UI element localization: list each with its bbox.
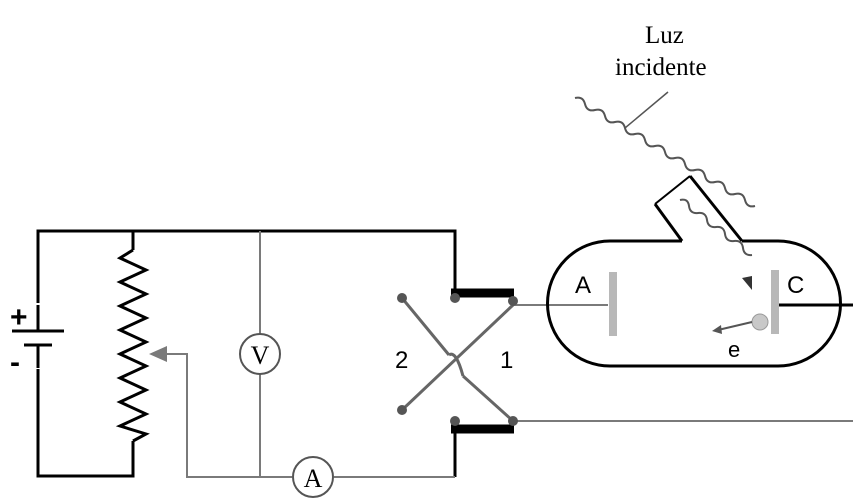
ammeter: A <box>292 456 334 498</box>
rheostat-zigzag <box>115 248 150 443</box>
switch-position-1: 1 <box>500 347 513 374</box>
cathode-plate <box>771 270 779 334</box>
battery: + - <box>10 301 64 379</box>
reversing-switch: 2 1 <box>395 288 518 434</box>
vacuum-tube: A C <box>546 175 853 368</box>
electron-sphere <box>751 313 769 331</box>
rheostat <box>115 248 167 443</box>
light-label-line1: Luz <box>645 22 684 49</box>
bottom-left-wire <box>36 368 135 478</box>
cathode-label: C <box>787 272 804 299</box>
light-ray-wave-2 <box>679 198 753 257</box>
light-ray-arrowhead <box>742 276 752 290</box>
circuit-wires <box>36 229 457 478</box>
thin-wires <box>165 231 853 478</box>
slider-wire <box>165 353 292 478</box>
top-wire <box>36 229 457 305</box>
electron-path-arrow <box>717 321 753 331</box>
electron-label: e <box>728 337 740 362</box>
voltmeter: V <box>239 333 281 375</box>
battery-plus-label: + <box>10 301 28 334</box>
emitted-electron: e <box>712 313 769 362</box>
anode-label: A <box>575 272 591 299</box>
light-ray-wave <box>574 96 756 208</box>
incident-light: Luz incidente <box>574 22 756 290</box>
voltmeter-label: V <box>251 341 270 370</box>
rheostat-slider-arrow <box>149 346 167 362</box>
battery-minus-label: - <box>10 346 20 379</box>
anode-plate <box>609 272 617 336</box>
ammeter-label: A <box>304 464 323 493</box>
light-label-pointer <box>624 91 669 129</box>
switch-position-2: 2 <box>395 347 408 374</box>
light-label-line2: incidente <box>615 54 707 81</box>
